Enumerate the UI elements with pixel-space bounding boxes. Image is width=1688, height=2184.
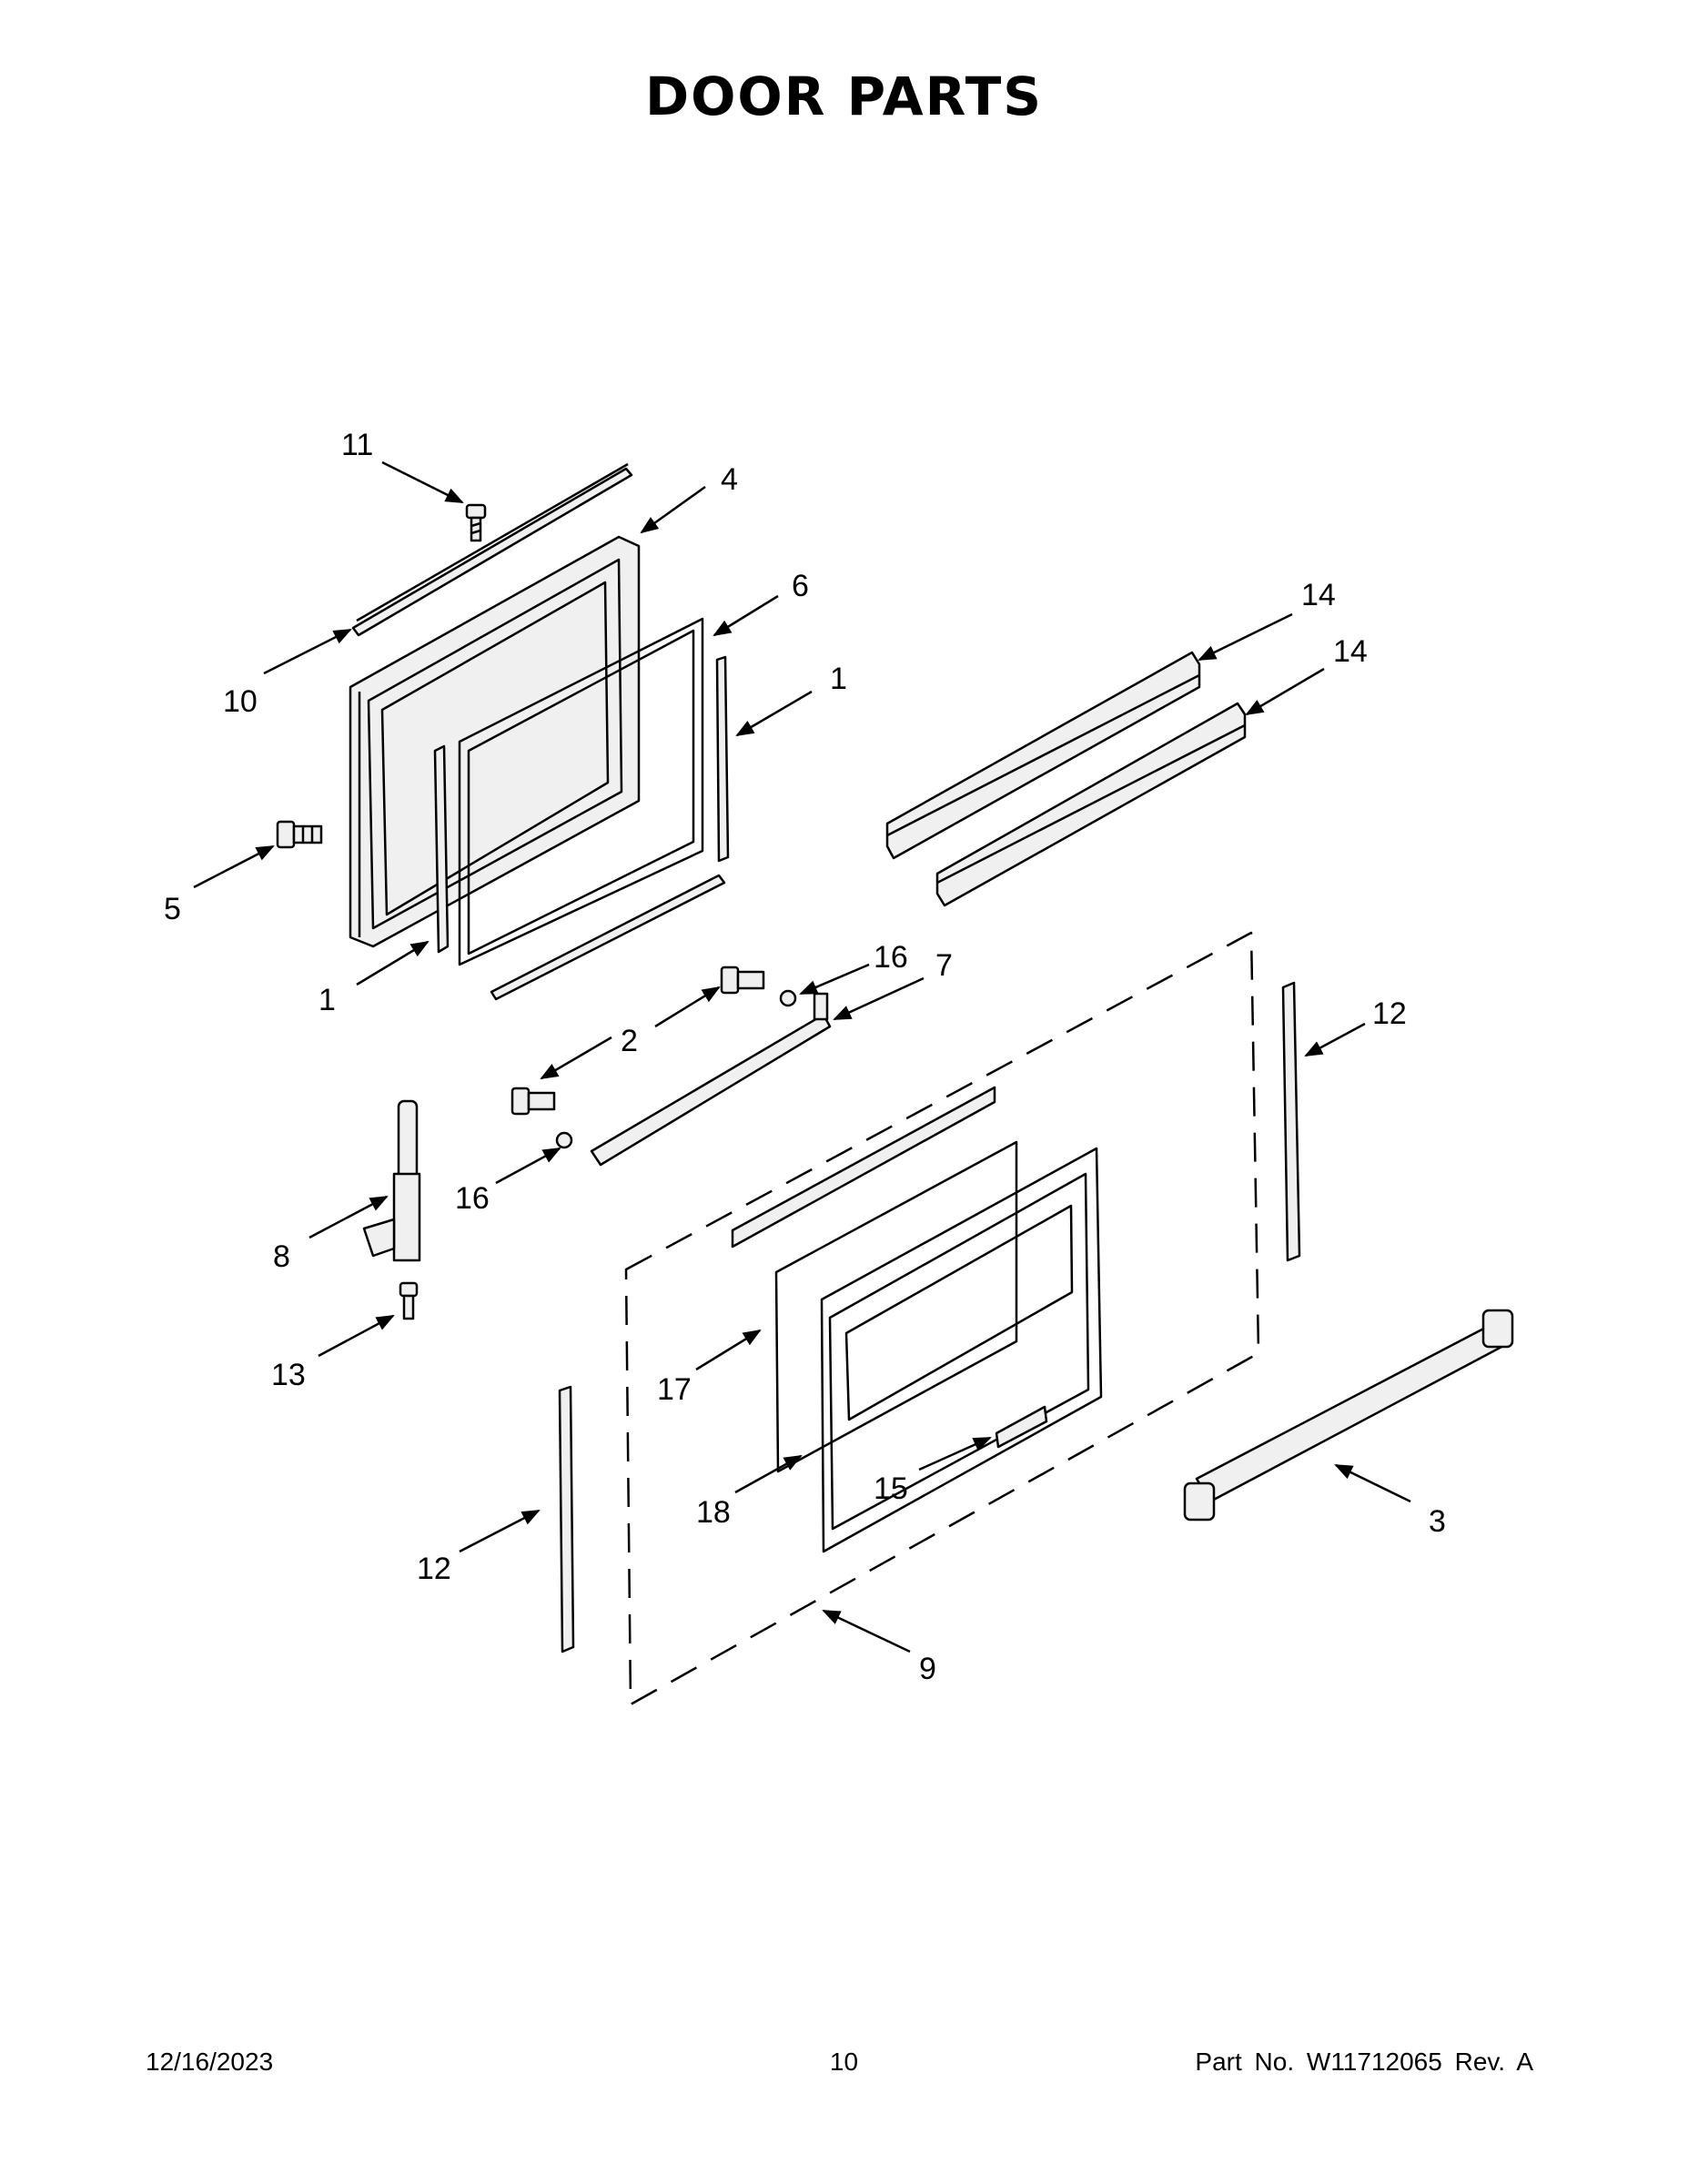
part-12-side-trim-left [558,1385,575,1653]
part-11-screw [465,503,487,542]
callout-label-11: 11 [341,428,373,462]
part-1-gasket-right [715,655,730,863]
callout-label-9: 9 [919,1652,936,1686]
part-5-screw [276,820,323,849]
callout-label-17: 17 [657,1372,692,1407]
callout-label-2: 2 [621,1024,638,1058]
part-9-outer-door-assembly [624,931,1260,1706]
callout-label-1: 1 [318,983,336,1017]
part-1-gasket-bottom [490,874,726,1001]
part-17-inner-glass [731,1086,1018,1473]
part-13-screw [399,1281,419,1320]
part-4-inner-door-frame [349,535,641,948]
part-7-hinge-bracket [590,992,832,1167]
part-3-handle [1183,1309,1514,1522]
callout-label-18: 18 [696,1495,731,1530]
callout-label-10: 10 [223,684,258,719]
footer-date: 12/16/2023 [146,2048,274,2076]
part-8-hinge [362,1099,421,1262]
footer-page-number: 10 [829,2048,859,2076]
callout-label-12: 12 [1372,996,1407,1031]
part-14-channel-upper [885,651,1201,860]
part-14-channel-lower [935,702,1247,907]
callout-label-6: 6 [792,569,809,603]
callout-label-12: 12 [417,1552,451,1586]
part-10-top-trim [351,462,633,637]
callout-label-16: 16 [874,940,908,975]
callout-label-14: 14 [1301,578,1336,612]
part-18-outer-door-frame [820,1147,1103,1553]
part-2-screw-upper [720,966,765,995]
part-6-glass-panel [458,617,704,966]
callout-label-8: 8 [273,1239,290,1274]
callout-label-1: 1 [830,662,847,696]
callout-label-3: 3 [1429,1504,1446,1539]
callout-label-14: 14 [1333,634,1368,669]
part-12-side-trim-right [1281,981,1301,1262]
part-16-washer-upper [779,989,797,1007]
callout-label-4: 4 [721,462,738,497]
callout-label-13: 13 [271,1358,306,1392]
callout-label-16: 16 [455,1181,490,1216]
page-title: DOOR PARTS [644,66,1044,127]
part-15-control-overlay [995,1405,1048,1449]
callout-label-7: 7 [935,948,953,983]
callout-label-5: 5 [164,892,181,926]
part-16-washer-lower [555,1131,573,1149]
footer-part-number: Part No. W11712065 Rev. A [1195,2048,1533,2076]
part-2-screw-lower [510,1087,556,1116]
callout-label-15: 15 [874,1471,908,1506]
part-1-gasket-left [433,744,450,954]
